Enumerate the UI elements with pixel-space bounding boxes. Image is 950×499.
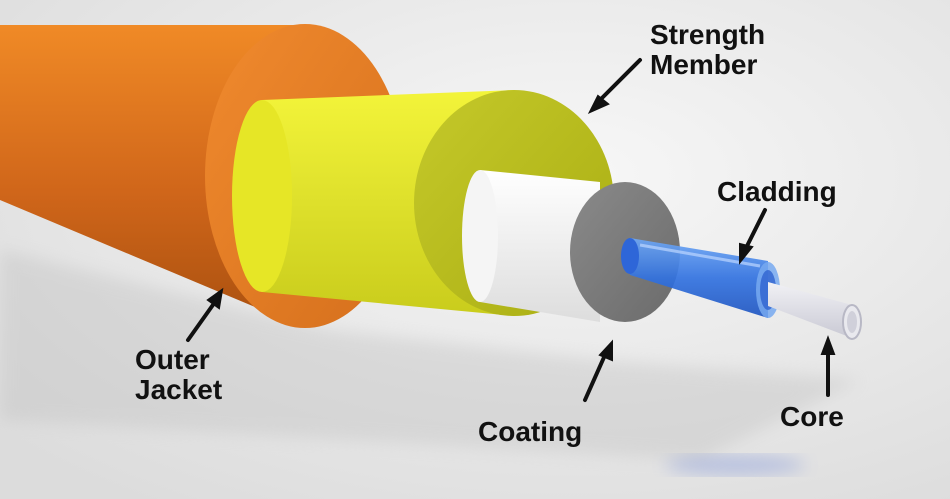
core-arrow-head xyxy=(820,335,836,355)
cladding-reflection xyxy=(665,455,805,475)
strength-member-label-line2: Member xyxy=(650,49,758,80)
cladding-arrow-head xyxy=(739,242,754,265)
outer-jacket-label: Outer Jacket xyxy=(135,345,222,405)
strength-member-label: Strength Member xyxy=(650,20,765,80)
coating-arrow-head xyxy=(598,339,613,362)
outer-jacket-arrow-head xyxy=(206,287,224,310)
cladding-arrow xyxy=(743,208,767,252)
outer-jacket-label-line2: Jacket xyxy=(135,374,223,405)
core-label: Core xyxy=(780,402,844,432)
outer-jacket-arrow xyxy=(186,300,217,342)
strength-member-label-line1: Strength xyxy=(650,19,766,50)
cladding-label-text: Cladding xyxy=(717,176,837,207)
cladding-label: Cladding xyxy=(717,177,837,207)
coating-label: Coating xyxy=(478,417,582,447)
coating-arrow xyxy=(583,353,607,402)
strength-member-arrow-head xyxy=(587,94,610,115)
pointer-arrows xyxy=(186,58,836,402)
core-label-text: Core xyxy=(780,401,844,432)
strength-member-arrow xyxy=(598,58,642,102)
outer-jacket-label-line1: Outer xyxy=(135,344,210,375)
coating-label-text: Coating xyxy=(478,416,583,447)
core-layer xyxy=(768,282,862,340)
